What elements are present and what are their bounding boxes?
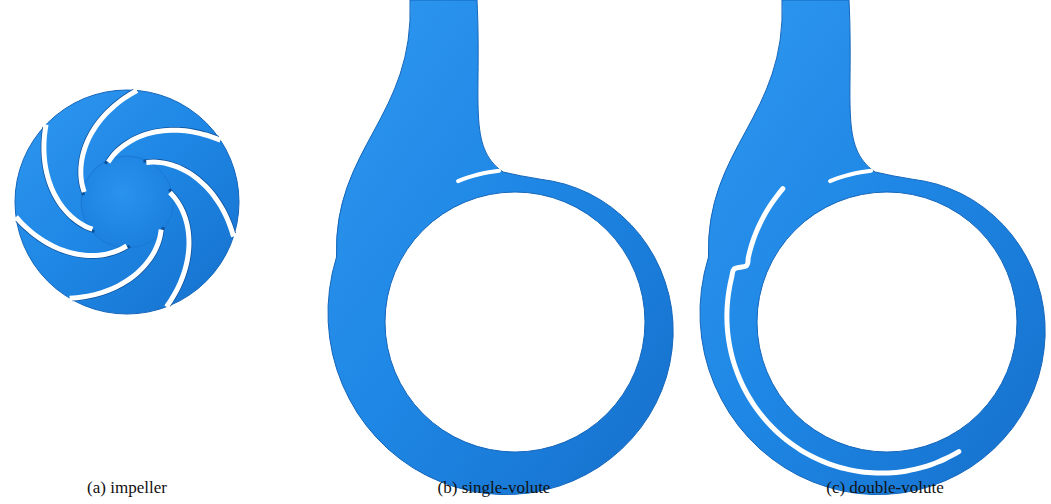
volute-inner-opening: [757, 192, 1017, 452]
volute-casing: [328, 0, 673, 495]
splitter-rib: [727, 189, 959, 473]
subfigure-caption: (c) double-volute: [826, 478, 944, 498]
volute-casing: [700, 0, 1045, 495]
volute-tongue-gap: [458, 171, 499, 181]
single-volute-drawing: [328, 0, 673, 495]
impeller-disk: [15, 90, 239, 314]
subfigure-caption: (b) single-volute: [438, 478, 551, 498]
impeller-drawing: [15, 90, 239, 314]
subfigure-caption: (a) impeller: [87, 478, 167, 498]
double-volute-drawing: [700, 0, 1045, 495]
blade-passage: [108, 130, 220, 162]
blade-passage: [166, 193, 189, 307]
blade-passage: [70, 230, 162, 298]
blade-passage: [16, 217, 127, 255]
volute-tongue-gap: [830, 171, 871, 181]
volute-inner-opening: [385, 192, 645, 452]
